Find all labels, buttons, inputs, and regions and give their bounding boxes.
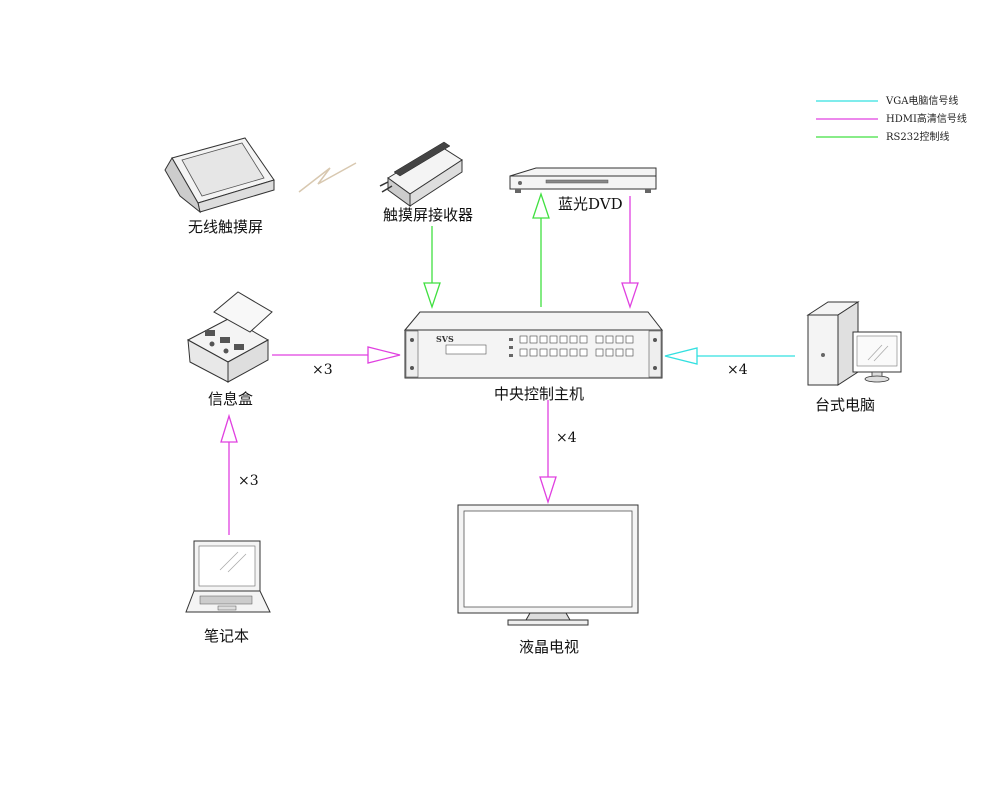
label-info-box: 信息盒 [208, 390, 253, 408]
controller-button [549, 348, 558, 357]
controller-button [605, 335, 614, 344]
label-lcd-tv: 液晶电视 [519, 638, 579, 656]
controller-brand: SVS [436, 334, 454, 344]
touch-receiver-icon [379, 141, 463, 207]
info-box-icon [186, 291, 273, 383]
controller-button [595, 348, 604, 357]
controller-button [549, 335, 558, 344]
controller-button [625, 335, 634, 344]
controller-button [579, 335, 588, 344]
controller-button [559, 335, 568, 344]
arrow-infobox-to-controller [272, 346, 401, 364]
label-desktop-pc: 台式电脑 [815, 396, 875, 414]
arrow-dvd-to-controller [621, 196, 639, 310]
label-wireless-touch: 无线触摸屏 [188, 218, 263, 236]
legend-vga-label: VGA电脑信号线 [885, 94, 958, 107]
legend-hdmi-label: HDMI高清信号线 [886, 112, 967, 125]
controller-button [519, 348, 528, 357]
label-touch-receiver: 触摸屏接收器 [383, 206, 473, 224]
notebook-icon [185, 540, 271, 613]
controller-button [579, 348, 588, 357]
controller-button [539, 335, 548, 344]
controller-button [615, 335, 624, 344]
controller-button [519, 335, 528, 344]
multiplier-notebook: ×3 [238, 473, 259, 489]
central-controller-icon: SVS [403, 311, 664, 379]
multiplier-infobox: ×3 [312, 362, 333, 378]
multiplier-tv: ×4 [556, 430, 577, 446]
label-bluray-dvd: 蓝光DVD [558, 195, 623, 213]
controller-button [569, 335, 578, 344]
arrow-receiver-to-controller [423, 226, 441, 310]
label-notebook: 笔记本 [204, 627, 249, 645]
bluray-dvd-icon [509, 167, 657, 193]
controller-button-grid [519, 335, 634, 357]
arrow-controller-to-dvd [532, 191, 550, 307]
arrow-controller-to-tv [539, 400, 557, 505]
arrow-notebook-to-infobox [220, 413, 238, 535]
controller-button [605, 348, 614, 357]
controller-button [615, 348, 624, 357]
controller-button [529, 348, 538, 357]
multiplier-pc: ×4 [727, 362, 748, 378]
wireless-touch-panel-icon [164, 137, 275, 214]
controller-button [529, 335, 538, 344]
controller-button [595, 335, 604, 344]
label-main-controller: 中央控制主机 [494, 385, 584, 403]
controller-button [559, 348, 568, 357]
controller-button [539, 348, 548, 357]
lcd-tv-icon [457, 504, 639, 626]
desktop-pc-icon [806, 301, 902, 386]
wireless-signal-icon [298, 162, 357, 193]
controller-button [625, 348, 634, 357]
legend: VGA电脑信号线 HDMI高清信号线 RS232控制线 [816, 94, 967, 143]
arrow-pc-to-controller [664, 347, 795, 365]
controller-button [569, 348, 578, 357]
legend-rs232-label: RS232控制线 [886, 130, 949, 143]
